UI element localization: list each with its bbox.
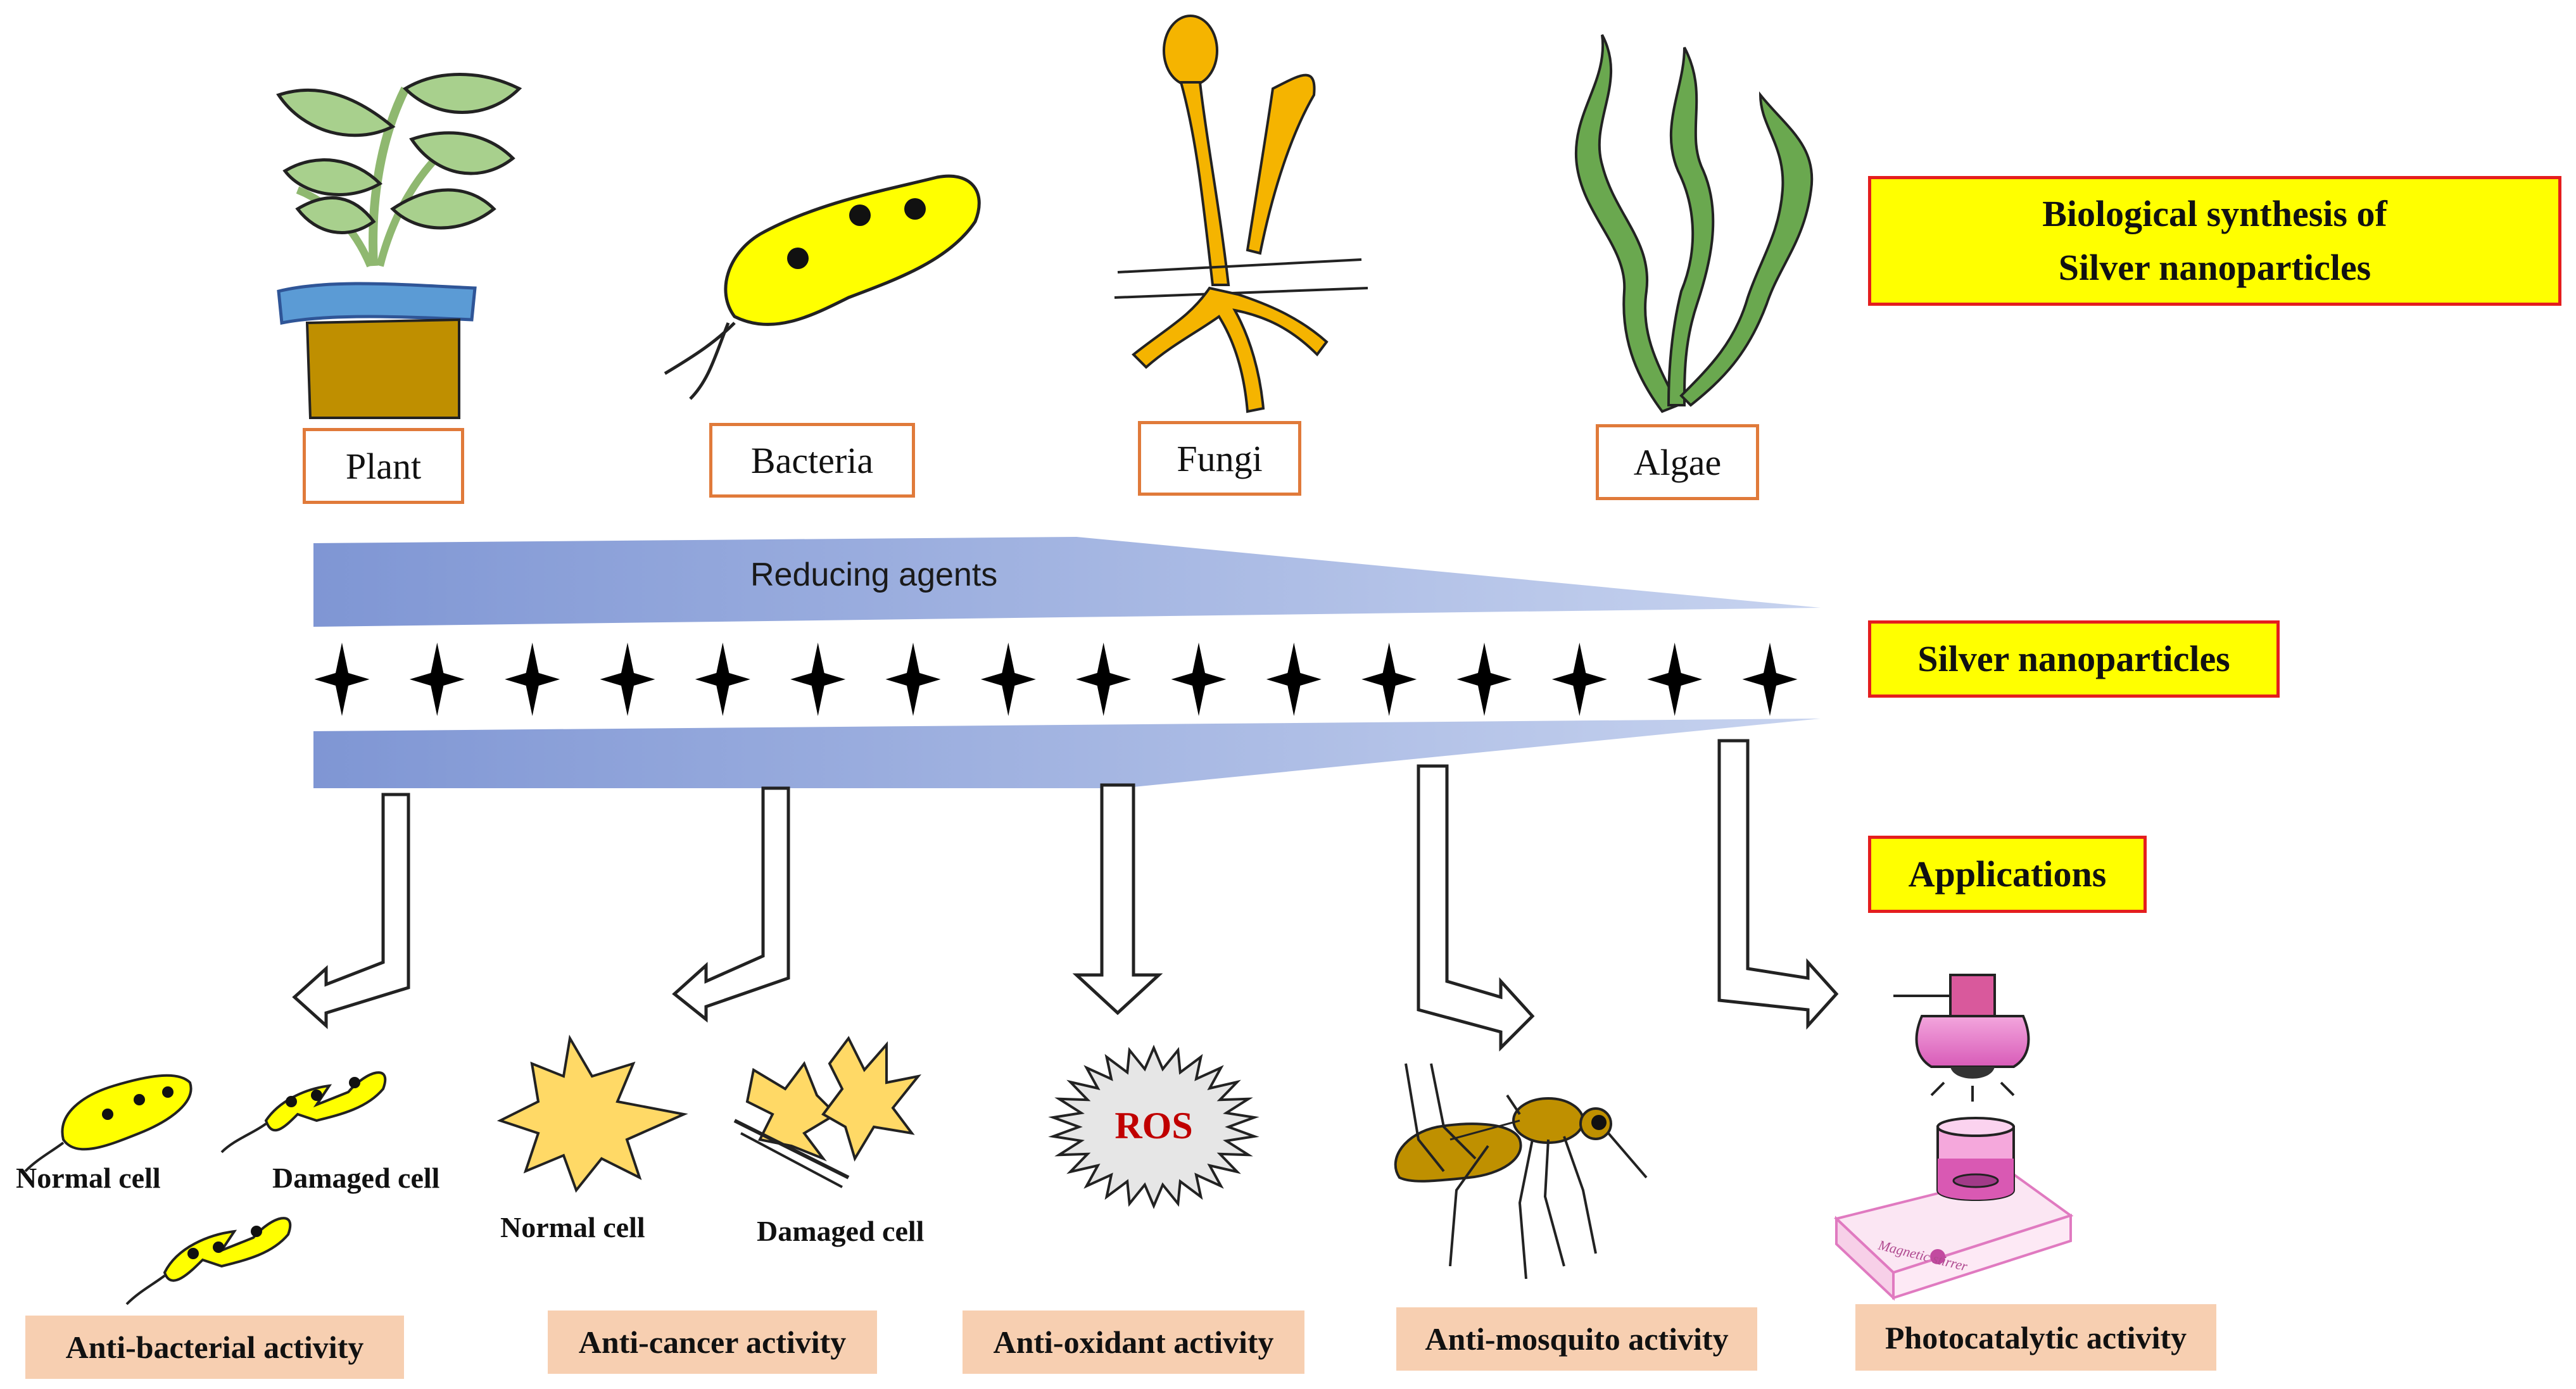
- arrow-to-antibacterial: [292, 793, 410, 1029]
- algae-label: Algae: [1596, 424, 1759, 500]
- bacteria-damaged-cell-label: Damaged cell: [272, 1162, 440, 1194]
- fungi-label: Fungi: [1138, 421, 1301, 496]
- damaged-bacteria-cell-icon: [220, 1071, 387, 1153]
- arrow-to-anticancer: [672, 786, 790, 1023]
- uv-lamp-icon: [1893, 974, 2030, 1102]
- nanoparticle-star: [1456, 643, 1512, 716]
- synthesis-title-line2: Silver nanoparticles: [2058, 246, 2371, 288]
- nanoparticle-star: [885, 643, 941, 716]
- antimosquito-activity-box: Anti-mosquito activity: [1396, 1307, 1757, 1371]
- mosquito-icon: [1394, 1063, 1648, 1279]
- nanoparticle-star: [409, 643, 465, 716]
- anticancer-activity-box: Anti-cancer activity: [548, 1310, 877, 1374]
- magnetic-stirrer-icon: Magnetic stirrer: [1833, 1172, 2074, 1301]
- nanoparticle-star: [505, 643, 560, 716]
- nanoparticle-star: [1742, 643, 1798, 716]
- cancer-damaged-cell-label: Damaged cell: [757, 1215, 925, 1247]
- normal-bacteria-cell-icon: [24, 1074, 193, 1172]
- nanoparticle-star: [1361, 643, 1417, 716]
- reducing-agents-wedge-bottom: [313, 719, 1821, 788]
- nanoparticle-star: [1647, 643, 1703, 716]
- nanoparticle-star: [1551, 643, 1607, 716]
- plant-label: Plant: [303, 428, 464, 504]
- damaged-cancer-cell-icon: [733, 1036, 921, 1188]
- bacteria-icon: [664, 174, 981, 400]
- synthesis-title-line1: Biological synthesis of: [2042, 193, 2387, 235]
- antioxidant-activity-box: Anti-oxidant activity: [963, 1310, 1304, 1374]
- nanoparticle-star: [600, 643, 655, 716]
- nanoparticle-star: [695, 643, 750, 716]
- synthesis-title-box: Biological synthesis of Silver nanoparti…: [1868, 176, 2561, 306]
- arrow-to-antimosquito: [1417, 764, 1535, 1052]
- ros-label: ROS: [1114, 1105, 1192, 1147]
- ros-burst-icon: ROS: [1048, 1045, 1260, 1209]
- nanoparticle-star: [790, 643, 846, 716]
- cancer-normal-cell-label: Normal cell: [500, 1211, 645, 1243]
- silver-nanoparticles-box: Silver nanoparticles: [1868, 620, 2280, 698]
- silver-nanoparticle-row: [314, 643, 1798, 716]
- arrow-to-antioxidant: [1072, 783, 1163, 1015]
- nanoparticle-star: [980, 643, 1036, 716]
- applications-box: Applications: [1868, 836, 2147, 913]
- beaker-icon: [1936, 1117, 2015, 1201]
- damaged-bacteria-cell-icon-2: [125, 1217, 292, 1305]
- reducing-agents-label: Reducing agents: [750, 556, 998, 593]
- arrow-to-photocatalytic: [1717, 739, 1839, 1030]
- nanoparticle-star: [1076, 643, 1132, 716]
- plant-icon: [276, 73, 522, 419]
- reducing-agents-wedge-top: [313, 537, 1821, 627]
- bacteria-label: Bacteria: [709, 423, 915, 498]
- fungi-icon: [1114, 15, 1368, 413]
- antibacterial-activity-box: Anti-bacterial activity: [25, 1316, 404, 1379]
- algae-icon: [1574, 34, 1814, 413]
- photocatalytic-activity-box: Photocatalytic activity: [1855, 1304, 2216, 1371]
- nanoparticle-star: [1266, 643, 1322, 716]
- bacteria-normal-cell-label: Normal cell: [16, 1162, 161, 1194]
- nanoparticle-star: [314, 643, 370, 716]
- normal-cancer-cell-icon: [496, 1034, 688, 1193]
- nanoparticle-star: [1171, 643, 1227, 716]
